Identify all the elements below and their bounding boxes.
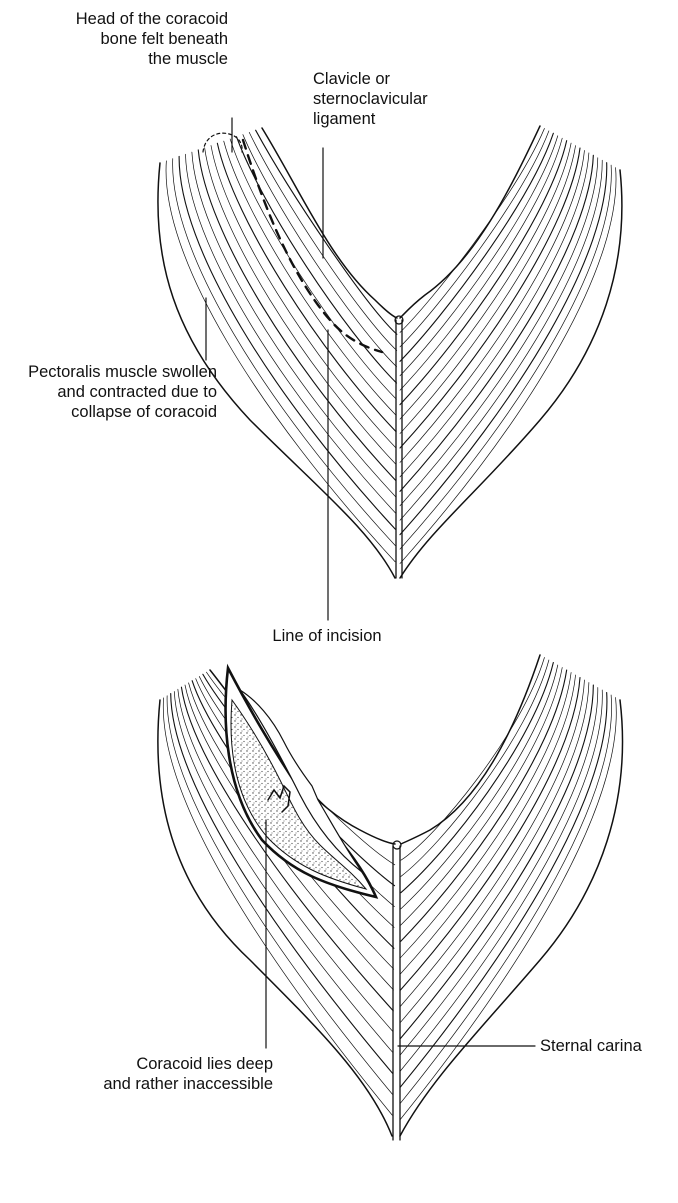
sternal-midline-top [396, 320, 402, 578]
label-line-of-incision: Line of incision [247, 626, 407, 646]
muscle-fibre-line [400, 141, 567, 405]
muscle-fibre-line [400, 163, 607, 535]
label-coracoid-deep: Coracoid lies deep and rather inaccessib… [60, 1054, 273, 1094]
muscle-fibre-line [237, 137, 397, 383]
label-line: Coracoid lies deep [60, 1054, 273, 1074]
muscle-fibre-line [400, 693, 607, 1088]
muscle-fibre-line [224, 141, 397, 415]
label-line: Pectoralis muscle swollen [4, 362, 217, 382]
right-muscle-outline-bottom [400, 700, 622, 1136]
muscle-fibre-line [400, 153, 589, 477]
label-line: collapse of coracoid [4, 402, 217, 422]
label-line: and rather inaccessible [60, 1074, 273, 1094]
muscle-fibre-line [401, 658, 545, 861]
muscle-fibre-line [400, 143, 571, 419]
muscle-fibre-line [401, 673, 571, 958]
label-line: the muscle [16, 49, 228, 69]
muscle-fibre-line [400, 155, 593, 491]
clavicle-edge-left [262, 128, 397, 318]
label-line: bone felt beneath [16, 29, 228, 49]
label-line: sternoclavicular [313, 89, 428, 109]
muscle-fibre-line [401, 665, 558, 909]
label-line: and contracted due to [4, 382, 217, 402]
line-of-incision [243, 140, 382, 352]
muscle-fibre-line [400, 160, 602, 520]
label-sternal-carina: Sternal carina [540, 1036, 642, 1056]
label-clavicle: Clavicle or sternoclavicular ligament [313, 69, 428, 129]
label-line: Sternal carina [540, 1036, 642, 1056]
coracoid-head-outline [203, 133, 242, 152]
muscle-fibre-line [400, 136, 558, 376]
sternum-tip-bottom [393, 841, 401, 849]
clavicle-edge-right [400, 126, 540, 318]
muscle-fibre-line [400, 150, 584, 462]
muscle-fibre-line [400, 133, 553, 361]
label-pectoralis: Pectoralis muscle swollen and contracted… [4, 362, 217, 422]
label-head-of-coracoid: Head of the coracoid bone felt beneath t… [16, 9, 228, 69]
sternal-midline-bottom [393, 846, 400, 1140]
right-pectoralis-fibres [400, 128, 616, 563]
muscle-fibre-line [400, 158, 598, 506]
top-figure-breast-muscle [158, 118, 622, 620]
label-line: Line of incision [247, 626, 407, 646]
muscle-fibre-line [179, 156, 395, 529]
label-line: ligament [313, 109, 428, 129]
label-line: Head of the coracoid [16, 9, 228, 29]
muscle-fibre-line [192, 152, 396, 497]
label-line: Clavicle or [313, 69, 428, 89]
